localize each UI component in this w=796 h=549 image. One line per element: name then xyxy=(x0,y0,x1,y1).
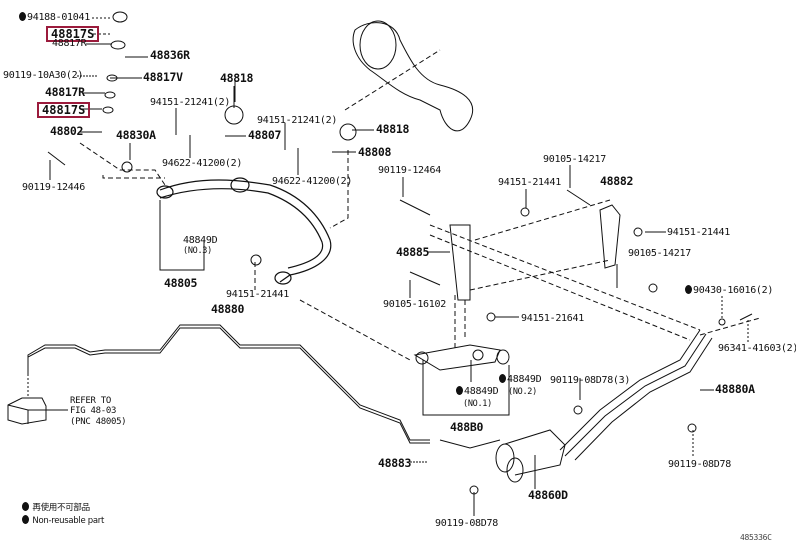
part-label-48808[interactable]: 48808 xyxy=(358,145,392,159)
part-label-48860D[interactable]: 48860D xyxy=(528,488,568,502)
non-reusable-dot-icon xyxy=(22,515,29,524)
part-label-48849D-no2[interactable]: 48849D xyxy=(499,374,542,385)
refer-pnc-text: (PNC 48005) xyxy=(70,417,127,427)
leader-lines xyxy=(49,17,749,516)
part-label-488B0[interactable]: 488B0 xyxy=(450,420,484,434)
reference-box xyxy=(7,397,47,425)
part-label-48807[interactable]: 48807 xyxy=(248,128,282,142)
bracket-48882 xyxy=(599,204,621,269)
part-label-94622-41200[interactable]: 94622-41200(2) xyxy=(272,176,353,187)
part-label-90119-08D78-3[interactable]: 90119-08D78(3) xyxy=(550,375,631,386)
part-label-90119-12446[interactable]: 90119-12446 xyxy=(22,182,85,193)
part-label-48849D-no1[interactable]: 48849D xyxy=(456,386,499,397)
non-reusable-dot-icon xyxy=(19,12,26,21)
part-label-94151-21241[interactable]: 94151-21241(2) xyxy=(257,115,338,126)
part-label-48883[interactable]: 48883 xyxy=(378,456,412,470)
legend-english: Non-reusable part xyxy=(22,515,104,527)
highlighted-part-48817S[interactable]: 48817S xyxy=(46,26,100,42)
part-label-90119-08D78[interactable]: 90119-08D78 xyxy=(435,518,498,529)
part-label-90105-14217[interactable]: 90105-14217 xyxy=(543,154,606,165)
part-label-48885[interactable]: 48885 xyxy=(396,245,430,259)
brake-pipe xyxy=(27,324,501,449)
part-label-48880[interactable]: 48880 xyxy=(211,302,245,316)
part-label-48818[interactable]: 48818 xyxy=(376,122,410,136)
legend-japanese: 再使用不可部品 xyxy=(22,502,90,514)
brake-pipe-right xyxy=(559,329,713,461)
link-48885 xyxy=(449,224,471,301)
part-label-90119-08D78[interactable]: 90119-08D78 xyxy=(668,459,731,470)
part-label-96341-41603[interactable]: 96341-41603(2) xyxy=(718,343,796,354)
knuckle xyxy=(352,20,474,132)
part-label-94151-21441[interactable]: 94151-21441 xyxy=(226,289,289,300)
part-label-94151-21241[interactable]: 94151-21241(2) xyxy=(150,97,231,108)
actuator-48860D xyxy=(495,429,566,483)
refer-fig-link[interactable]: FIG 48-03 xyxy=(70,406,117,416)
non-reusable-dot-icon xyxy=(499,374,506,383)
part-label-90105-14217[interactable]: 90105-14217 xyxy=(628,248,691,259)
fasteners xyxy=(47,11,753,495)
part-label-90119-12464[interactable]: 90119-12464 xyxy=(378,165,441,176)
part-label-48830A[interactable]: 48830A xyxy=(116,128,156,142)
non-reusable-dot-icon xyxy=(685,285,692,294)
part-label-48818[interactable]: 48818 xyxy=(220,71,254,85)
part-label-94188-01041[interactable]: 94188-01041 xyxy=(19,12,90,23)
part-label-48817R[interactable]: 48817R xyxy=(45,85,85,99)
part-label-94151-21441[interactable]: 94151-21441 xyxy=(498,177,561,188)
part-label-48880A[interactable]: 48880A xyxy=(715,382,755,396)
part-label-94622-41200[interactable]: 94622-41200(2) xyxy=(162,158,243,169)
part-label-48836R[interactable]: 48836R xyxy=(150,48,190,62)
diagram-id: 485336C xyxy=(740,533,772,542)
part-label-48882[interactable]: 48882 xyxy=(600,174,634,188)
refer-to-text: REFER TO xyxy=(70,396,111,406)
dashed-assembly-lines xyxy=(79,49,761,361)
lower-arm xyxy=(413,344,510,371)
part-label-48802[interactable]: 48802 xyxy=(50,124,84,138)
part-label-no1: (NO.1) xyxy=(463,399,492,409)
part-label-no2: (NO.2) xyxy=(508,387,537,397)
part-label-48849D-no3[interactable]: 48849D xyxy=(183,235,218,246)
non-reusable-dot-icon xyxy=(22,502,29,511)
part-label-48817V[interactable]: 48817V xyxy=(143,70,183,84)
part-label-90119-10A30[interactable]: 90119-10A30(2) xyxy=(3,70,84,81)
non-reusable-dot-icon xyxy=(456,386,463,395)
stabilizer-bar xyxy=(156,177,332,285)
part-label-90430-16016[interactable]: 90430-16016(2) xyxy=(685,285,773,296)
part-label-48805[interactable]: 48805 xyxy=(164,276,198,290)
part-label-48817R[interactable]: 48817R xyxy=(52,38,87,49)
part-label-94151-21641[interactable]: 94151-21641 xyxy=(521,313,584,324)
part-label-no3: (NO.3) xyxy=(183,246,212,256)
highlighted-part-48817S[interactable]: 48817S xyxy=(37,102,91,118)
part-label-90105-16102[interactable]: 90105-16102 xyxy=(383,299,446,310)
part-label-94151-21441[interactable]: 94151-21441 xyxy=(667,227,730,238)
